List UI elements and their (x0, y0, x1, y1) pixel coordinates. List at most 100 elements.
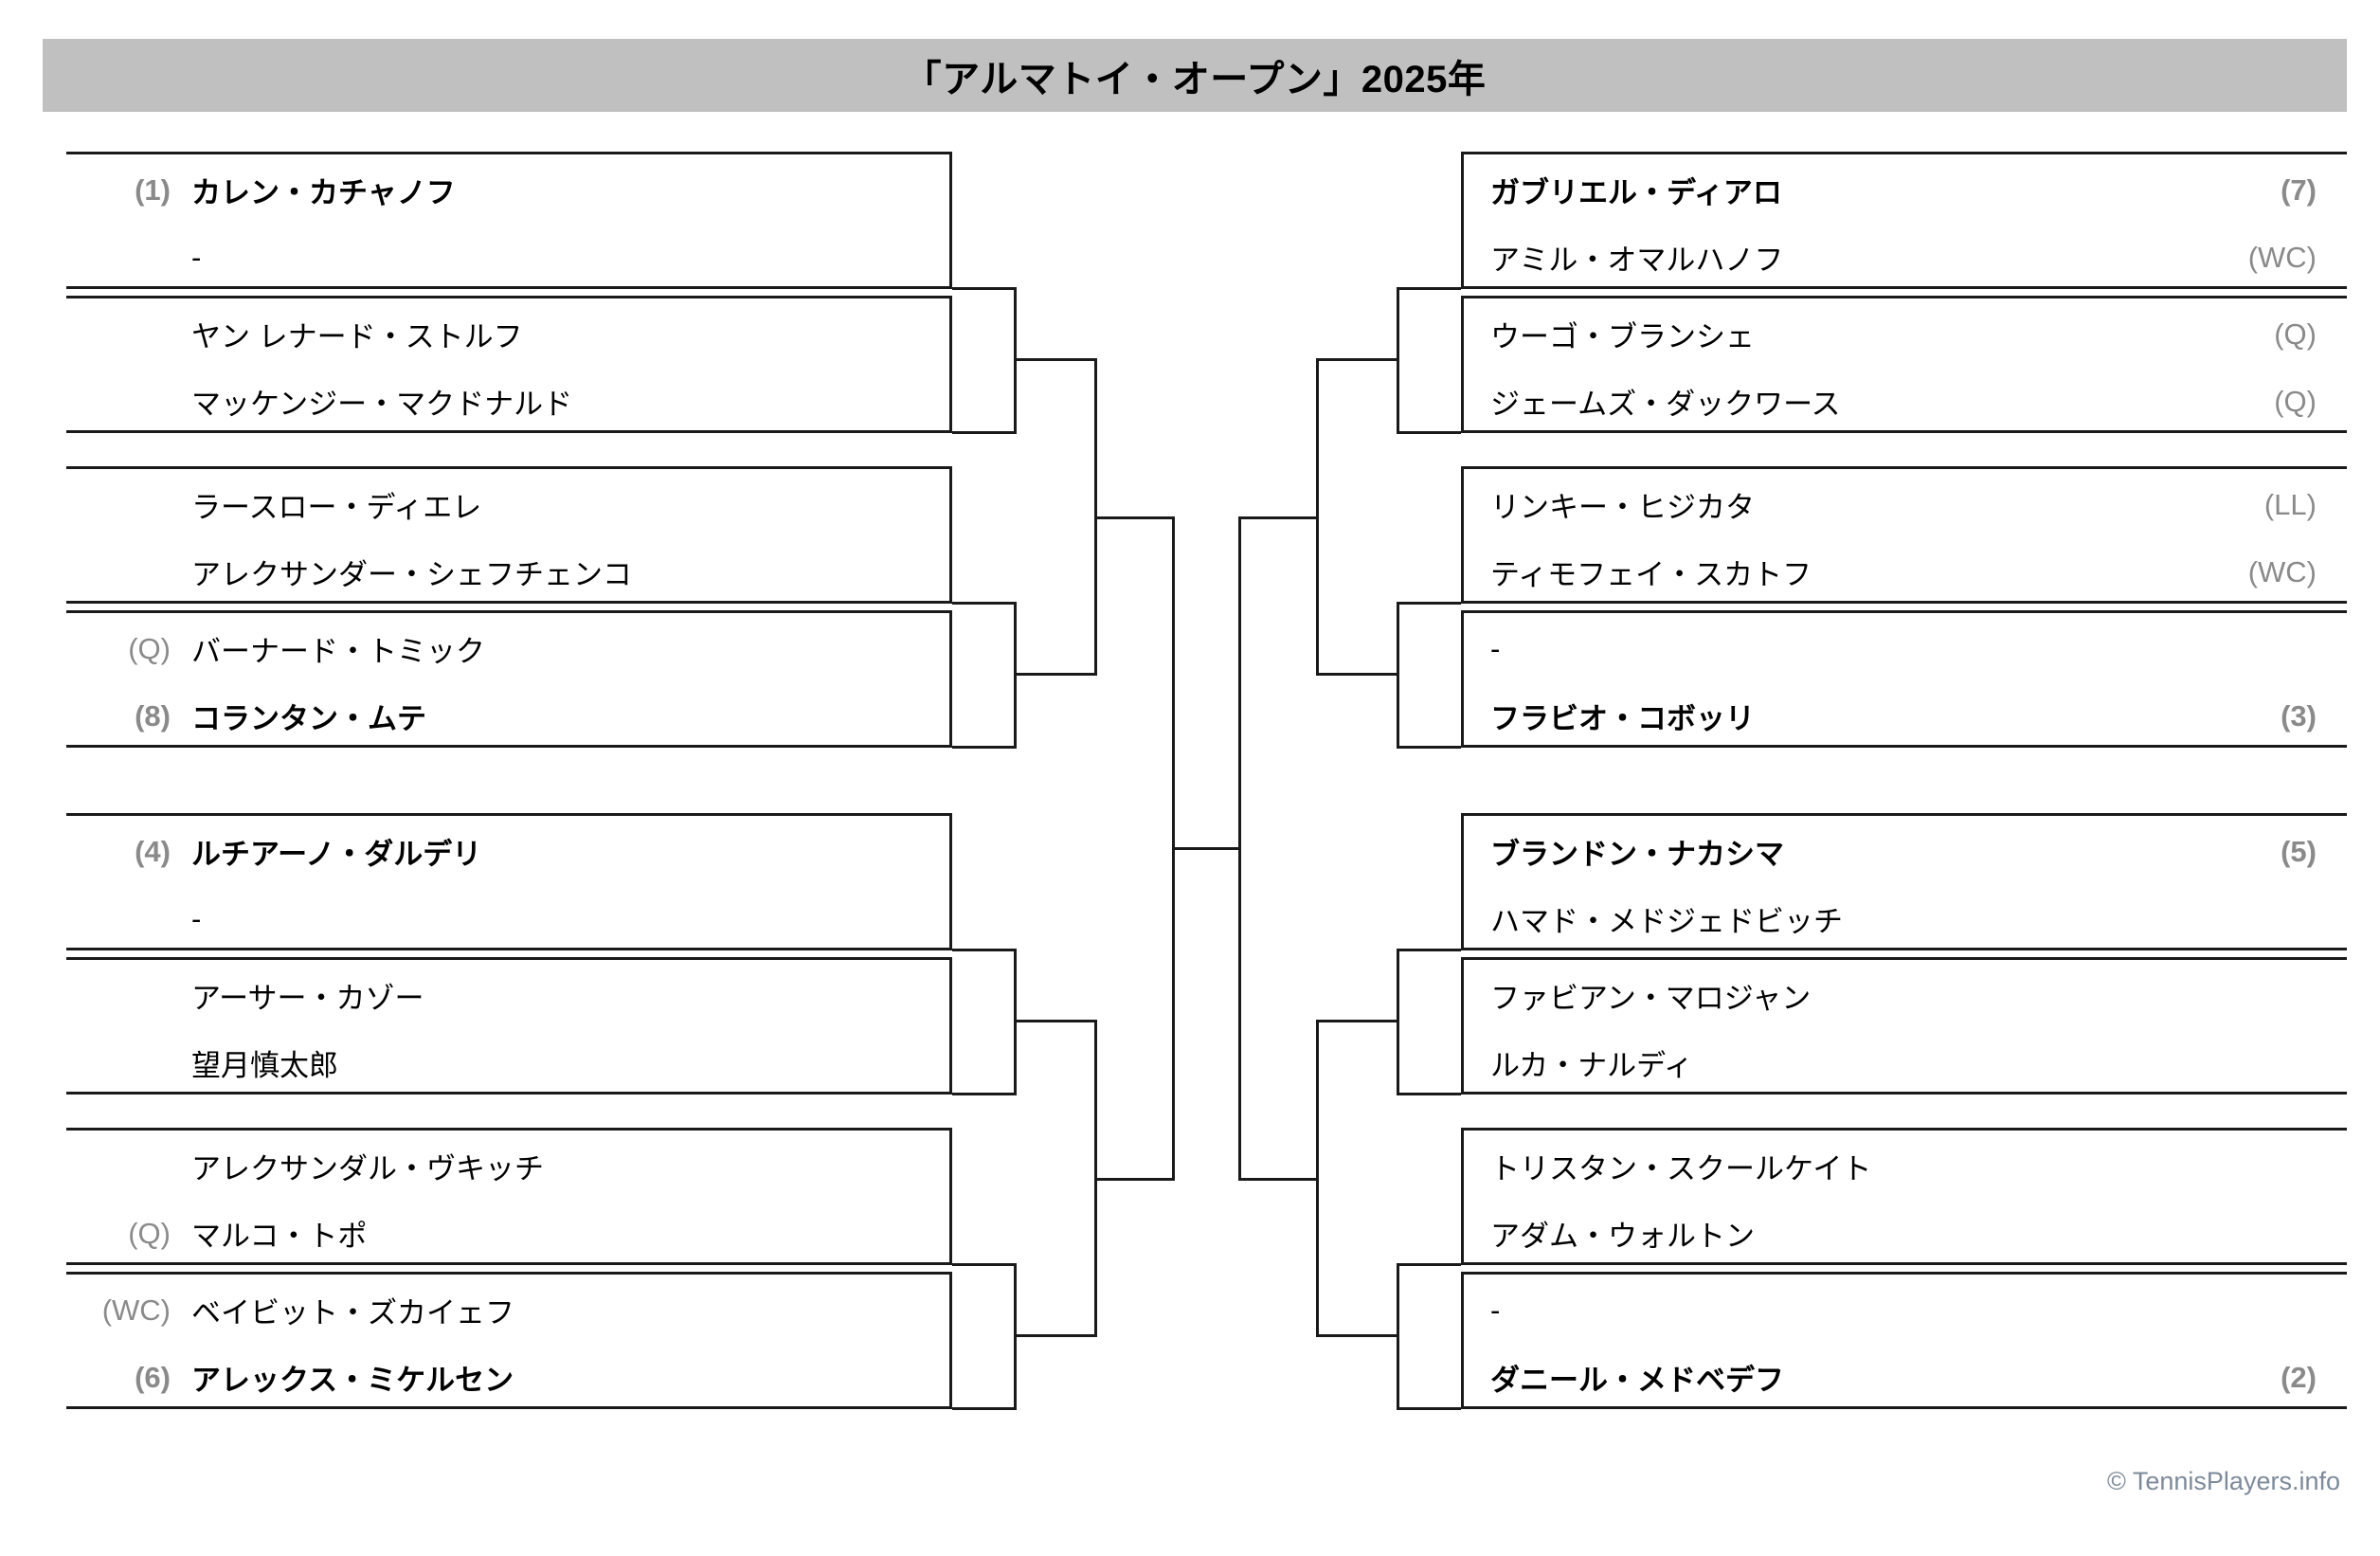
player-slot[interactable]: (4) ルチアーノ・ダルデリ (66, 818, 949, 885)
player-name: ウーゴ・ブランシェ (1490, 320, 1755, 353)
connector-line (1316, 1334, 1399, 1337)
player-slot[interactable]: アレクサンダー・シェフチェンコ (66, 538, 949, 606)
seed-label: (7) (2281, 172, 2317, 207)
player-slot[interactable]: ファビアン・マロジャン (1464, 962, 2347, 1029)
player-slot[interactable]: アダム・ウォルトン (1464, 1200, 2347, 1267)
player-name: カレン・カチャノフ (191, 176, 456, 209)
connector-line (1238, 516, 1319, 519)
match-box: - フラビオ・コボッリ (3) (1461, 610, 2347, 748)
player-name: - (191, 240, 202, 274)
player-name: - (191, 901, 202, 935)
seed-label: (5) (2281, 834, 2317, 868)
seed-label: (1) (135, 172, 171, 207)
player-slot[interactable]: ジェームズ・ダックワース (Q) (1464, 368, 2347, 435)
player-name: ジェームズ・ダックワース (1490, 388, 1841, 421)
player-slot[interactable]: (WC) ベイビット・ズカイェフ (66, 1276, 949, 1344)
player-slot[interactable]: ハマド・メドジェドビッチ (1464, 885, 2347, 952)
player-slot[interactable]: (Q) バーナード・トミック (66, 615, 949, 682)
match-box: アレクサンダル・ヴキッチ (Q) マルコ・トポ (66, 1128, 952, 1265)
connector-line (1316, 1020, 1399, 1022)
connector-line (1014, 358, 1097, 361)
match-box: ラースロー・ディエレ アレクサンダー・シェフチェンコ (66, 466, 952, 604)
player-slot[interactable]: ダニール・メドベデフ (2) (1464, 1344, 2347, 1411)
connector-line (1397, 431, 1461, 434)
player-name: ベイビット・ズカイェフ (191, 1296, 514, 1330)
match-box: ガブリエル・ディアロ (7) アミル・オマルハノフ (WC) (1461, 152, 2347, 289)
seed-label: (3) (2281, 698, 2317, 733)
player-name: バーナード・トミック (191, 635, 485, 668)
player-slot[interactable]: 望月慎太郎 (66, 1029, 949, 1096)
player-slot[interactable]: ヤン レナード・ストルフ (66, 300, 949, 368)
player-name: ラースロー・ディエレ (191, 491, 482, 524)
player-name: アレクサンダー・シェフチェンコ (191, 558, 632, 591)
match-box: (1) カレン・カチャノフ - (66, 152, 952, 289)
player-name: リンキー・ヒジカタ (1490, 491, 1755, 524)
player-name: フラビオ・コボッリ (1490, 702, 1755, 735)
player-name: アレクサンダル・ヴキッチ (191, 1152, 544, 1185)
player-name: ルカ・ナルディ (1490, 1049, 1693, 1082)
player-slot[interactable]: - (1464, 615, 2347, 682)
title-bar: 「アルマトイ・オープン」2025年 (43, 39, 2347, 112)
player-name: マッケンジー・マクドナルド (191, 388, 573, 421)
player-slot[interactable]: アレクサンダル・ヴキッチ (66, 1132, 949, 1200)
connector-line (952, 602, 1017, 605)
copyright-footer: © TennisPlayers.info (2106, 1467, 2340, 1495)
player-slot[interactable]: - (66, 224, 949, 291)
match-box: リンキー・ヒジカタ (LL) ティモフェイ・スカトフ (WC) (1461, 466, 2347, 604)
connector-line (952, 1263, 1017, 1266)
match-box: - ダニール・メドベデフ (2) (1461, 1272, 2347, 1409)
connector-line (1094, 516, 1175, 519)
player-slot[interactable]: トリスタン・スクールケイト (1464, 1132, 2347, 1200)
player-name: ガブリエル・ディアロ (1490, 176, 1782, 209)
player-slot[interactable]: (Q) マルコ・トポ (66, 1200, 949, 1267)
match-box: ヤン レナード・ストルフ マッケンジー・マクドナルド (66, 296, 952, 433)
player-slot[interactable]: アーサー・カゾー (66, 962, 949, 1029)
seed-label: (WC) (2247, 240, 2317, 274)
player-slot[interactable]: (1) カレン・カチャノフ (66, 156, 949, 224)
match-box: アーサー・カゾー 望月慎太郎 (66, 957, 952, 1095)
match-box: ブランドン・ナカシマ (5) ハマド・メドジェドビッチ (1461, 813, 2347, 950)
player-slot[interactable]: - (66, 885, 949, 952)
connector-line (952, 431, 1017, 434)
player-name: アミル・オマルハノフ (1490, 244, 1784, 277)
seed-label: (WC) (2247, 554, 2317, 588)
player-name: ルチアーノ・ダルデリ (191, 838, 482, 871)
player-name: 望月慎太郎 (191, 1049, 338, 1082)
player-name: マルコ・トポ (191, 1220, 368, 1253)
player-slot[interactable]: (6) アレックス・ミケルセン (66, 1344, 949, 1411)
connector-line (952, 746, 1017, 749)
player-slot[interactable]: フラビオ・コボッリ (3) (1464, 682, 2347, 750)
connector-line (952, 1093, 1017, 1095)
player-slot[interactable]: ティモフェイ・スカトフ (WC) (1464, 538, 2347, 606)
match-box: ウーゴ・ブランシェ (Q) ジェームズ・ダックワース (Q) (1461, 296, 2347, 433)
player-slot[interactable]: - (1464, 1276, 2347, 1344)
connector-line (1094, 1178, 1175, 1181)
connector-line (1397, 1407, 1461, 1410)
player-slot[interactable]: アミル・オマルハノフ (WC) (1464, 224, 2347, 291)
player-name: コランタン・ムテ (191, 702, 426, 735)
player-name: ハマド・メドジェドビッチ (1490, 905, 1843, 938)
connector-line (1397, 1093, 1461, 1095)
player-slot[interactable]: ブランドン・ナカシマ (5) (1464, 818, 2347, 885)
player-slot[interactable]: (8) コランタン・ムテ (66, 682, 949, 750)
player-slot[interactable]: ガブリエル・ディアロ (7) (1464, 156, 2347, 224)
player-name: ダニール・メドベデフ (1490, 1364, 1784, 1397)
final-connector-line (1172, 847, 1241, 850)
player-name: アーサー・カゾー (191, 982, 424, 1015)
seed-label: (Q) (128, 1216, 171, 1250)
player-slot[interactable]: ルカ・ナルディ (1464, 1029, 2347, 1096)
connector-line (952, 949, 1017, 951)
connector-line (952, 287, 1017, 290)
seed-label: (8) (135, 698, 171, 733)
connector-line (1014, 1020, 1097, 1022)
player-slot[interactable]: ウーゴ・ブランシェ (Q) (1464, 300, 2347, 368)
match-box: トリスタン・スクールケイト アダム・ウォルトン (1461, 1128, 2347, 1265)
player-name: ファビアン・マロジャン (1490, 982, 1812, 1015)
seed-label: (WC) (101, 1293, 171, 1327)
match-box: (WC) ベイビット・ズカイェフ (6) アレックス・ミケルセン (66, 1272, 952, 1409)
player-slot[interactable]: リンキー・ヒジカタ (LL) (1464, 471, 2347, 538)
player-slot[interactable]: ラースロー・ディエレ (66, 471, 949, 538)
connector-line (1014, 673, 1097, 676)
player-slot[interactable]: マッケンジー・マクドナルド (66, 368, 949, 435)
